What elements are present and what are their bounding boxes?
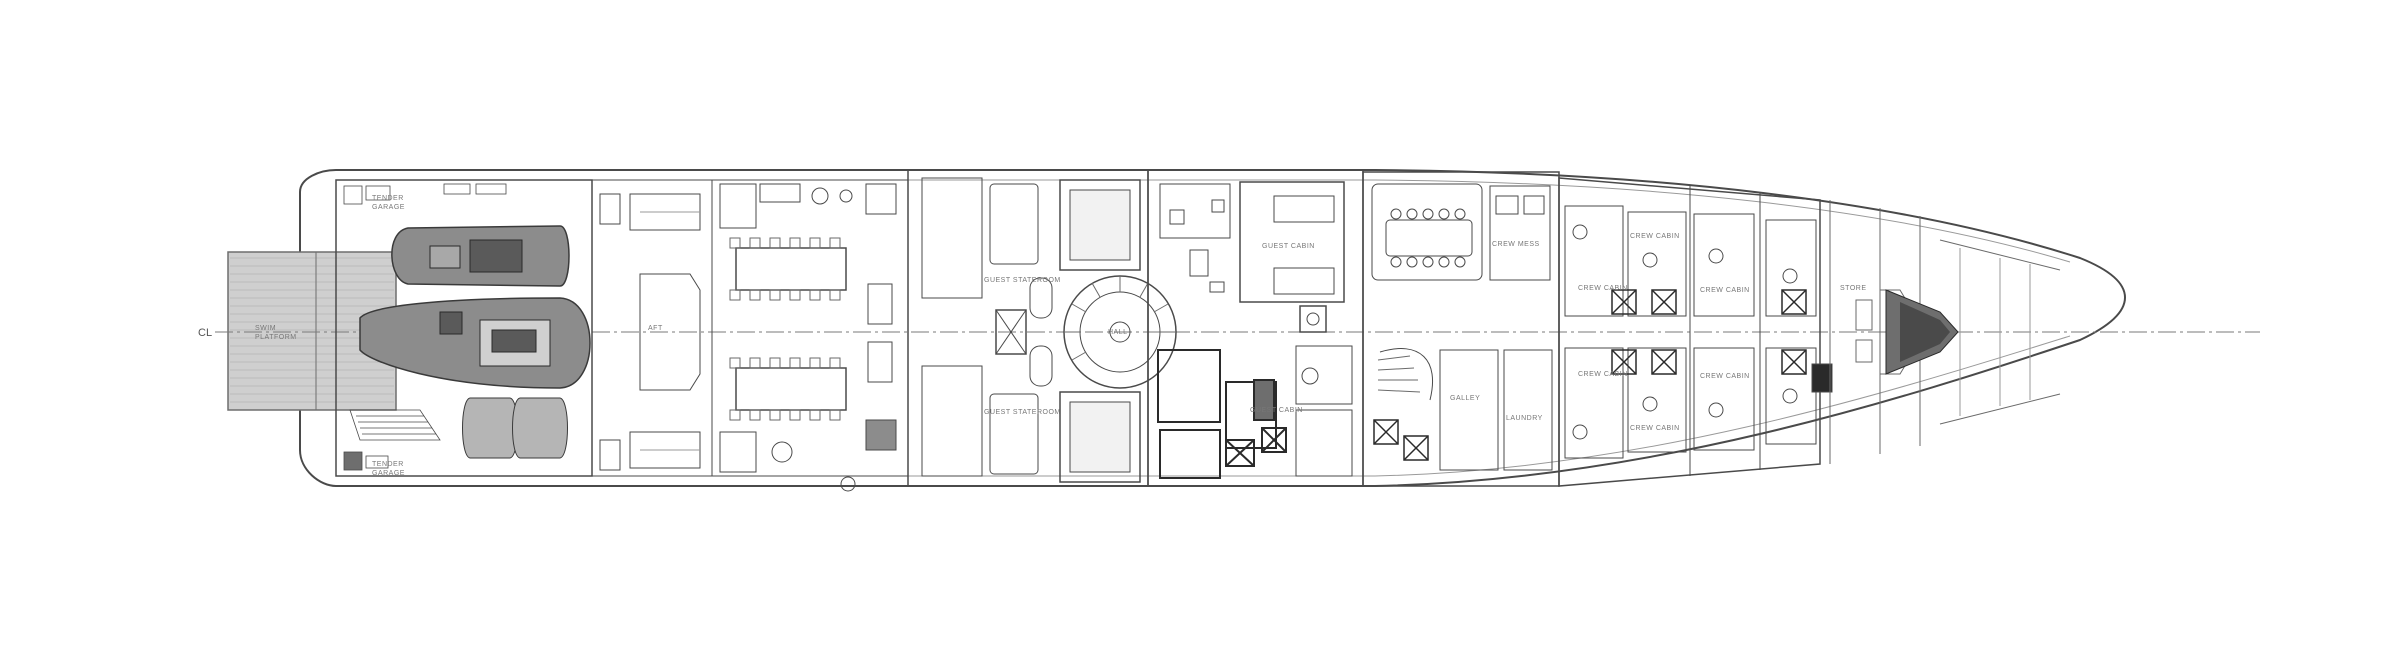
centerline-marker: CL (198, 327, 212, 339)
tender-upper (391, 225, 570, 287)
guest-staterooms: GUEST STATEROOM GUEST STATEROOM (907, 169, 1149, 487)
guest-cabin-2-label: GUEST CABIN (1250, 407, 1303, 414)
crew-cabin-5-label: CREW CABIN (1630, 233, 1680, 240)
aft-stairs (349, 409, 441, 441)
crew-cabin-2-label: CREW CABIN (1700, 287, 1750, 294)
gym-area (711, 179, 909, 492)
crew-cabin-4-label: CREW CABIN (1700, 373, 1750, 380)
guest-stateroom-port-label: GUEST STATEROOM (984, 409, 1061, 416)
guest-cabins-midship: GUEST CABIN GUEST CABIN (1147, 169, 1364, 487)
guest-cabin-1-label: GUEST CABIN (1262, 243, 1315, 250)
crew-mess-label: CREW MESS (1492, 241, 1540, 248)
forward-stores: STORE (1829, 200, 2061, 464)
anchor-well (1885, 289, 1959, 375)
crew-cabin-3-label: CREW CABIN (1578, 371, 1628, 378)
hull-outline (299, 169, 2126, 487)
crew-cabins: CREW CABIN CREW CABIN CREW CABIN CREW CA… (1558, 177, 1833, 487)
guest-stateroom-stbd-label: GUEST STATEROOM (984, 277, 1061, 284)
laundry-label: LAUNDRY (1506, 415, 1543, 422)
crew-cabin-1-label: CREW CABIN (1578, 285, 1628, 292)
tender-main (359, 297, 591, 389)
crew-mess: CREW MESS GALLEY LAUNDRY (1362, 171, 1560, 487)
crew-cabin-6-label: CREW CABIN (1630, 425, 1680, 432)
stair-hall-label: HALL (1108, 329, 1128, 336)
storage-label: STORE (1840, 285, 1867, 292)
aft-lobby-label: AFT (648, 325, 663, 332)
galley-label: GALLEY (1450, 395, 1480, 402)
spiral-stair: HALL (1063, 275, 1177, 389)
aft-lobby: AFT (591, 179, 713, 477)
jet-skis (462, 397, 568, 459)
